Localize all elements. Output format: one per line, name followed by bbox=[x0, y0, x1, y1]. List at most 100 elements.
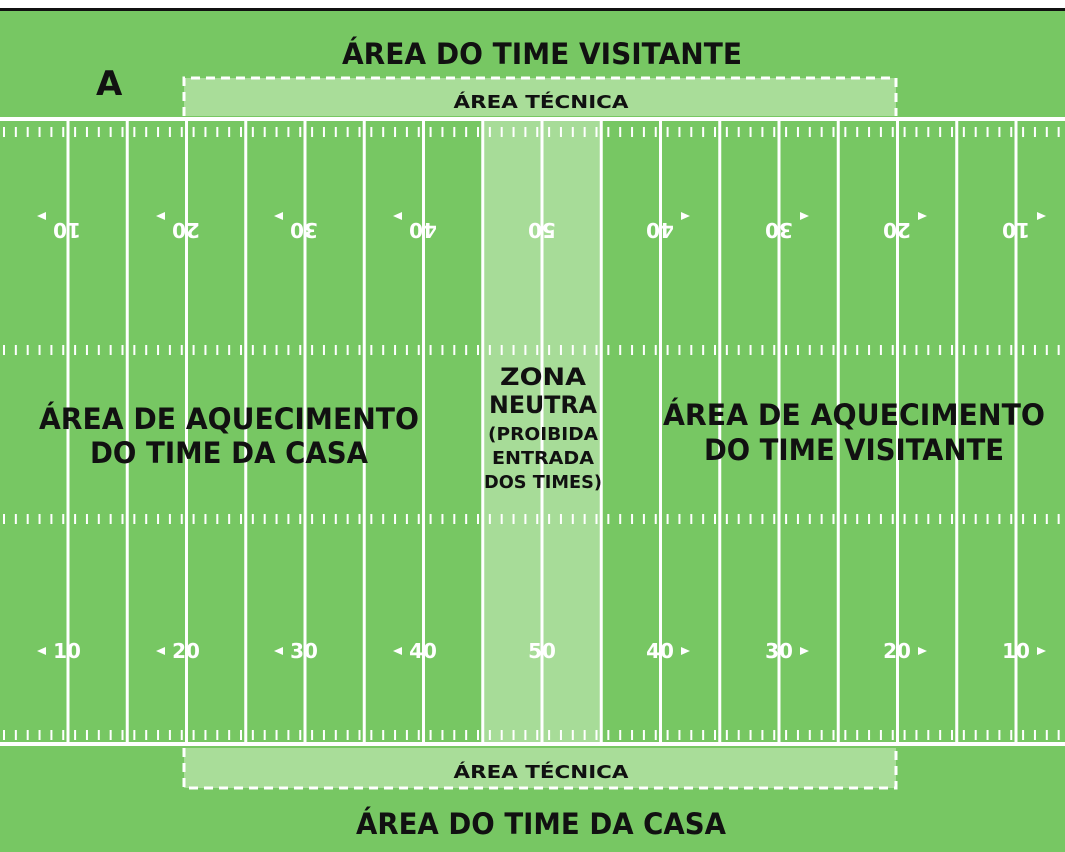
hash-mark bbox=[216, 514, 219, 524]
hash-mark bbox=[240, 345, 242, 355]
hash-mark bbox=[240, 730, 242, 740]
hash-mark bbox=[761, 345, 764, 355]
hash-mark bbox=[891, 730, 894, 740]
hash-mark bbox=[737, 514, 740, 524]
hash-mark bbox=[204, 514, 207, 524]
hash-mark bbox=[85, 730, 88, 740]
hash-mark bbox=[417, 730, 420, 740]
hash-mark bbox=[879, 514, 882, 524]
neutral-zone-line-2: NEUTRA bbox=[489, 391, 597, 419]
hash-mark bbox=[192, 345, 195, 355]
yard-number-top: 30 bbox=[765, 218, 793, 242]
hash-mark bbox=[808, 127, 811, 137]
hash-mark bbox=[1045, 345, 1048, 355]
hash-marks bbox=[3, 127, 1060, 740]
hash-mark bbox=[50, 730, 53, 740]
technical-area-top-label: ÁREA TÉCNICA bbox=[454, 91, 629, 113]
hash-mark bbox=[1033, 127, 1036, 137]
hash-mark bbox=[903, 127, 906, 137]
hash-mark bbox=[133, 127, 136, 137]
hash-mark bbox=[62, 127, 65, 137]
hash-mark bbox=[322, 730, 325, 740]
hash-mark bbox=[595, 514, 598, 524]
hash-mark bbox=[974, 345, 977, 355]
hash-mark bbox=[702, 127, 705, 137]
hash-mark bbox=[548, 730, 551, 740]
hash-mark bbox=[121, 127, 124, 137]
yard-arrow-bottom bbox=[37, 647, 46, 655]
yard-number-bottom: 30 bbox=[290, 639, 318, 663]
hash-mark bbox=[109, 127, 112, 137]
hash-mark bbox=[690, 345, 693, 355]
hash-mark bbox=[856, 345, 859, 355]
yard-number-bottom: 10 bbox=[53, 639, 81, 663]
hash-mark bbox=[488, 345, 491, 355]
hash-mark bbox=[370, 345, 373, 355]
yard-arrow-top bbox=[393, 212, 402, 220]
hash-mark bbox=[986, 345, 989, 355]
hash-mark bbox=[761, 514, 764, 524]
hash-mark bbox=[3, 345, 5, 355]
hash-mark bbox=[571, 127, 574, 137]
hash-mark bbox=[228, 730, 231, 740]
hash-mark bbox=[583, 127, 586, 137]
hash-mark bbox=[109, 730, 112, 740]
hash-mark bbox=[773, 514, 776, 524]
hash-mark bbox=[1010, 514, 1013, 524]
hash-mark bbox=[761, 127, 764, 137]
hash-mark bbox=[465, 730, 468, 740]
hash-mark bbox=[287, 730, 290, 740]
hash-mark bbox=[773, 730, 776, 740]
hash-mark bbox=[785, 345, 788, 355]
yard-number-bottom: 10 bbox=[1002, 639, 1030, 663]
technical-area-top-border bbox=[182, 76, 898, 116]
yard-arrow-bottom bbox=[800, 647, 809, 655]
hash-mark bbox=[737, 345, 740, 355]
hash-mark bbox=[773, 127, 776, 137]
hash-mark bbox=[702, 345, 705, 355]
hash-mark bbox=[951, 514, 953, 524]
hash-mark bbox=[299, 514, 302, 524]
hash-mark bbox=[465, 514, 468, 524]
hash-mark bbox=[429, 345, 432, 355]
hash-mark bbox=[559, 127, 562, 137]
hash-mark bbox=[1057, 127, 1060, 137]
hash-mark bbox=[488, 514, 491, 524]
hash-mark bbox=[157, 345, 160, 355]
yard-arrow-bottom bbox=[1037, 647, 1046, 655]
hash-mark bbox=[465, 345, 468, 355]
hash-mark bbox=[583, 514, 586, 524]
hash-mark bbox=[974, 514, 977, 524]
hash-mark bbox=[382, 730, 385, 740]
hash-mark bbox=[204, 730, 207, 740]
hash-mark bbox=[97, 127, 100, 137]
hash-mark bbox=[38, 345, 41, 355]
hash-mark bbox=[429, 514, 432, 524]
hash-mark bbox=[808, 345, 811, 355]
hash-mark bbox=[358, 345, 361, 355]
hash-mark bbox=[583, 730, 586, 740]
hash-mark bbox=[109, 514, 112, 524]
hash-mark bbox=[263, 127, 266, 137]
hash-mark bbox=[133, 514, 136, 524]
hash-mark bbox=[382, 345, 385, 355]
hash-mark bbox=[453, 514, 456, 524]
hash-mark bbox=[370, 730, 373, 740]
hash-mark bbox=[180, 730, 183, 740]
hash-mark bbox=[121, 514, 124, 524]
hash-mark bbox=[192, 730, 195, 740]
hash-mark bbox=[785, 514, 788, 524]
hash-mark bbox=[796, 514, 799, 524]
hash-mark bbox=[1022, 514, 1025, 524]
hash-mark bbox=[240, 127, 242, 137]
hash-mark bbox=[939, 127, 942, 137]
hash-mark bbox=[974, 730, 977, 740]
hash-mark bbox=[3, 730, 5, 740]
hash-mark bbox=[939, 514, 942, 524]
hash-mark bbox=[334, 127, 337, 137]
hash-mark bbox=[145, 345, 148, 355]
yard-line bbox=[777, 121, 781, 742]
hash-mark bbox=[998, 345, 1001, 355]
